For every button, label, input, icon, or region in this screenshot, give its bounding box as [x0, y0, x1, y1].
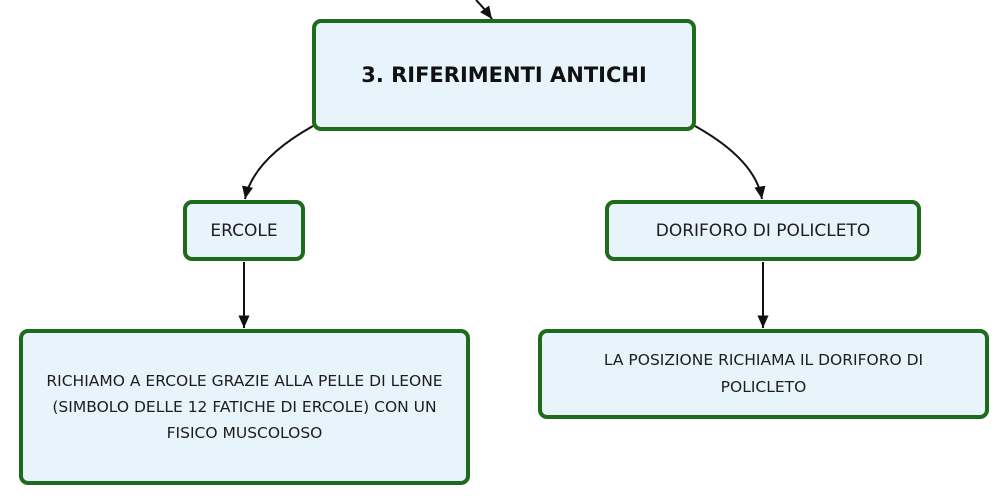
doriforo-node-label: DORIFORO DI POLICLETO: [655, 220, 871, 241]
doriforo-description-text: LA POSIZIONE RICHIAMA IL DORIFORO DI POL…: [603, 351, 924, 396]
doriforo-node[interactable]: DORIFORO DI POLICLETO: [605, 200, 921, 261]
connector-root-to-doriforo: [694, 125, 766, 200]
ercole-description-node[interactable]: RICHIAMO A ERCOLE GRAZIE ALLA PELLE DI L…: [19, 329, 470, 485]
connector-root-to-ercole: [242, 125, 314, 200]
ercole-description-text: RICHIAMO A ERCOLE GRAZIE ALLA PELLE DI L…: [46, 372, 443, 442]
root-node-label: 3. RIFERIMENTI ANTICHI: [361, 63, 647, 87]
root-node[interactable]: 3. RIFERIMENTI ANTICHI: [312, 19, 696, 131]
ercole-node-label: ERCOLE: [210, 220, 278, 241]
connector-incoming-root: [475, 0, 493, 20]
ercole-node[interactable]: ERCOLE: [183, 200, 305, 261]
doriforo-description-node[interactable]: LA POSIZIONE RICHIAMA IL DORIFORO DI POL…: [538, 329, 989, 419]
